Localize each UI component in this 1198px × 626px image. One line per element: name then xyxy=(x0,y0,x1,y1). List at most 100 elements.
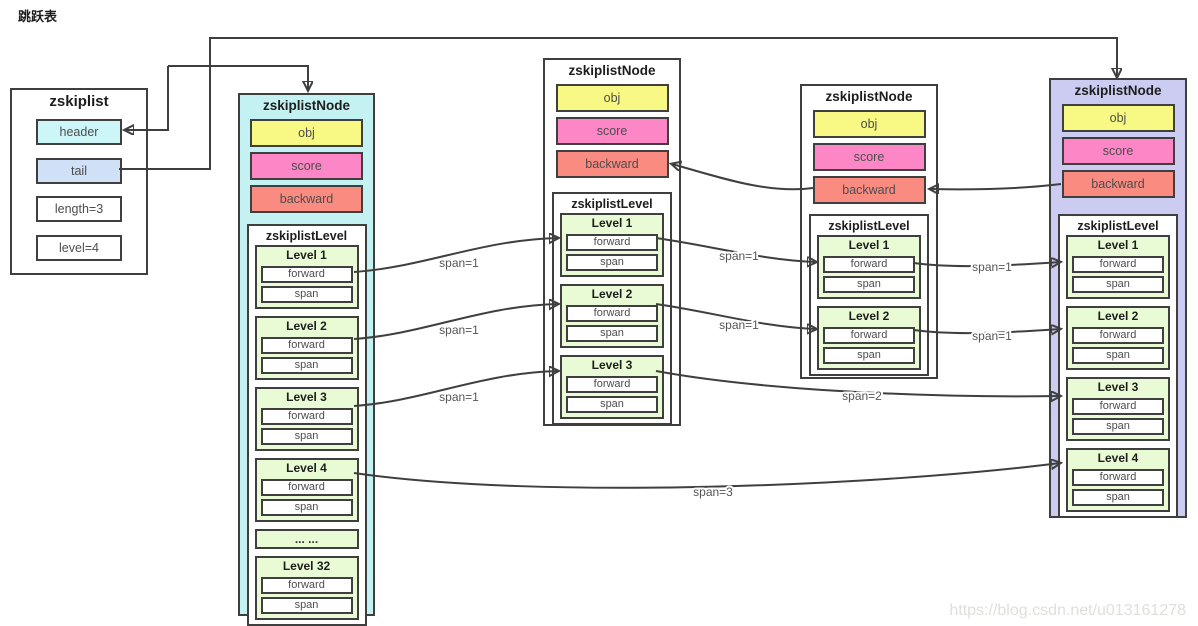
zskiplistlevel-box: zskiplistLevel Level 1 forward span Leve… xyxy=(809,214,929,376)
zskiplist-box: zskiplist header tail length=3 level=4 xyxy=(10,88,148,275)
forward-slot: forward xyxy=(1072,256,1164,273)
level-title: Level 2 xyxy=(848,309,890,323)
span-label: span=1 xyxy=(972,329,1012,343)
arrow-n1l4-n4l4 xyxy=(353,463,1060,489)
zskiplistlevel-title: zskiplistLevel xyxy=(571,197,653,211)
zskiplistnode-3: zskiplistNode obj score backward zskipli… xyxy=(800,84,938,379)
span-slot: span xyxy=(823,276,915,293)
forward-slot: forward xyxy=(260,577,353,594)
span-slot: span xyxy=(566,325,658,342)
forward-slot: forward xyxy=(566,376,658,393)
forward-slot: forward xyxy=(260,337,353,354)
page-title: 跳跃表 xyxy=(18,9,58,24)
forward-slot: forward xyxy=(1072,469,1164,486)
level-item: Level 4 forward span xyxy=(254,458,359,522)
span-slot: span xyxy=(566,254,658,271)
level-title: Level 2 xyxy=(1097,309,1139,323)
level-title: Level 2 xyxy=(286,319,327,333)
forward-slot: forward xyxy=(260,408,353,425)
zskiplistlevel-box: zskiplistLevel Level 1 forward span Leve… xyxy=(246,224,367,626)
level-title: Level 1 xyxy=(1097,238,1139,252)
span-label: span=1 xyxy=(439,256,479,270)
level-item: Level 1 forward span xyxy=(1066,235,1170,299)
zskiplistlevel-title: zskiplistLevel xyxy=(1077,219,1159,233)
zskiplistlevel-title: zskiplistLevel xyxy=(265,229,348,243)
level-item: Level 3 forward span xyxy=(1066,377,1170,441)
level-item: Level 1 forward span xyxy=(560,213,664,277)
forward-slot: forward xyxy=(823,256,915,273)
span-label: span=1 xyxy=(719,318,759,332)
forward-slot: forward xyxy=(260,266,353,283)
level-title: Level 1 xyxy=(286,248,327,262)
forward-slot: forward xyxy=(566,234,658,251)
level-item: Level 3 forward span xyxy=(560,355,664,419)
header-field: header xyxy=(36,119,122,145)
span-slot: span xyxy=(566,396,658,413)
level-item: Level 2 forward span xyxy=(1066,306,1170,370)
score-cell: score xyxy=(555,117,669,145)
level-item: Level 2 forward span xyxy=(560,284,664,348)
arrow-n4bw-n3bw xyxy=(930,184,1062,189)
arrow-n3bw-n2bw xyxy=(672,164,814,191)
level-item: Level 1 forward span xyxy=(254,245,359,309)
node-title: zskiplistNode xyxy=(262,98,351,113)
zskiplistnode-2: zskiplistNode obj score backward zskipli… xyxy=(543,58,681,426)
span-slot: span xyxy=(260,357,353,374)
level-title: Level 1 xyxy=(591,216,633,230)
span-label: span=1 xyxy=(439,323,479,337)
span-slot: span xyxy=(260,286,353,303)
level-field: level=4 xyxy=(36,235,122,261)
forward-slot: forward xyxy=(260,479,353,496)
node-title: zskiplistNode xyxy=(1074,83,1162,98)
backward-cell: backward xyxy=(812,176,926,204)
arrow-n1l2-n2l2 xyxy=(353,304,558,340)
length-field: length=3 xyxy=(36,196,122,222)
arrow-n1l3-n2l3 xyxy=(353,371,558,407)
level-title: Level 3 xyxy=(591,358,633,372)
span-slot: span xyxy=(1072,347,1164,364)
ellipsis-cell: ... ... xyxy=(254,529,359,549)
level-title: Level 3 xyxy=(286,390,327,404)
tail-field: tail xyxy=(36,158,122,184)
zskiplistlevel-title: zskiplistLevel xyxy=(828,219,910,233)
node-title: zskiplistNode xyxy=(568,63,656,78)
obj-cell: obj xyxy=(250,119,363,147)
span-slot: span xyxy=(260,428,353,445)
forward-slot: forward xyxy=(1072,327,1164,344)
zskiplistlevel-box: zskiplistLevel Level 1 forward span Leve… xyxy=(552,192,672,425)
span-label: span=1 xyxy=(972,260,1012,274)
forward-slot: forward xyxy=(823,327,915,344)
score-cell: score xyxy=(812,143,926,171)
score-cell: score xyxy=(1061,137,1175,165)
arrow-header-to-node1 xyxy=(168,65,308,90)
zskiplistlevel-box: zskiplistLevel Level 1 forward span Leve… xyxy=(1058,214,1178,518)
level-item: Level 32 forward span xyxy=(254,556,359,620)
level-title: Level 2 xyxy=(591,287,633,301)
backward-cell: backward xyxy=(555,150,669,178)
arrow-n1l1-n2l1 xyxy=(353,238,558,273)
obj-cell: obj xyxy=(555,84,669,112)
span-slot: span xyxy=(260,597,353,614)
span-label: span=2 xyxy=(842,389,882,403)
forward-slot: forward xyxy=(1072,398,1164,415)
forward-slot: forward xyxy=(566,305,658,322)
backward-cell: backward xyxy=(250,185,363,213)
span-slot: span xyxy=(1072,418,1164,435)
span-slot: span xyxy=(1072,489,1164,506)
level-title: Level 1 xyxy=(848,238,890,252)
span-slot: span xyxy=(260,499,353,516)
level-title: Level 4 xyxy=(286,461,327,475)
level-title: Level 32 xyxy=(282,559,331,573)
level-item: Level 3 forward span xyxy=(254,387,359,451)
obj-cell: obj xyxy=(812,110,926,138)
obj-cell: obj xyxy=(1061,104,1175,132)
zskiplist-title: zskiplist xyxy=(49,93,109,110)
level-item: Level 1 forward span xyxy=(817,235,921,299)
zskiplistnode-1: zskiplistNode obj score backward zskipli… xyxy=(238,93,375,626)
node-title: zskiplistNode xyxy=(825,89,913,104)
level-title: Level 3 xyxy=(1097,380,1139,394)
span-label: span=3 xyxy=(693,485,733,499)
zskiplistnode-4: zskiplistNode obj score backward zskipli… xyxy=(1049,78,1187,518)
level-title: Level 4 xyxy=(1097,451,1139,465)
